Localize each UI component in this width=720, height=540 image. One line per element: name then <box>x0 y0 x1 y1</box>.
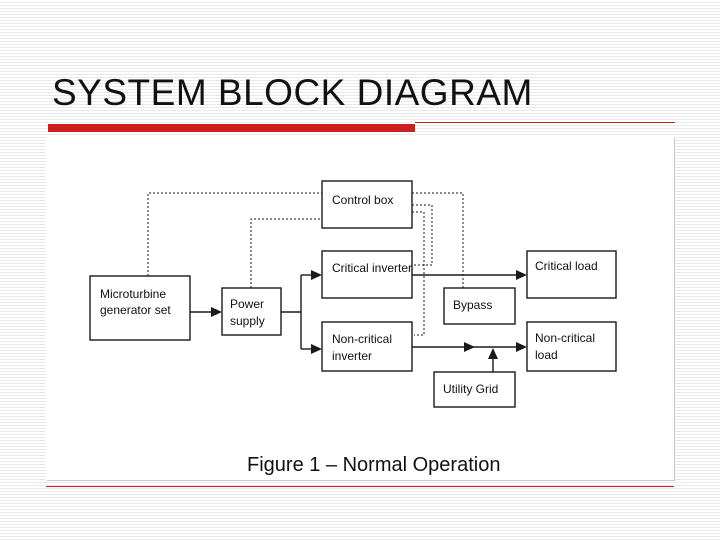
arrow-to-critical-inverter <box>311 270 322 280</box>
utility-grid-label: Utility Grid <box>443 382 498 396</box>
control-line-critical-inverter <box>412 204 433 266</box>
control-line-noncritical-inverter <box>412 211 425 336</box>
noncritical-inverter-box: Non-critical inverter <box>321 321 413 372</box>
critical-load-label: Critical load <box>535 259 598 273</box>
microturbine-box: Microturbine generator set <box>89 275 191 341</box>
critical-inverter-box: Critical inverter <box>321 250 413 299</box>
control-box: Control box <box>321 180 413 229</box>
figure-caption: Figure 1 – Normal Operation <box>247 454 500 476</box>
title-accent-bar <box>48 124 415 132</box>
noncritical-load-label-2: load <box>535 348 558 362</box>
microturbine-label-2: generator set <box>100 303 171 317</box>
arrow-mid-noncritical <box>464 342 475 352</box>
noncritical-inverter-label-2: inverter <box>332 349 372 363</box>
control-line-power-supply <box>250 218 322 288</box>
microturbine-label-1: Microturbine <box>100 287 166 301</box>
bypass-box: Bypass <box>443 287 516 325</box>
slide-title: SYSTEM BLOCK DIAGRAM <box>52 72 533 113</box>
critical-inverter-label: Critical inverter <box>332 261 412 275</box>
utility-grid-box: Utility Grid <box>433 371 516 408</box>
noncritical-inverter-label-1: Non-critical <box>332 332 392 346</box>
arrow-to-noncritical-inverter <box>311 344 322 354</box>
control-line-microturbine <box>147 192 322 276</box>
noncritical-load-box: Non-critical load <box>526 321 617 372</box>
power-supply-box: Power supply <box>221 287 282 336</box>
bottom-rule <box>46 486 674 487</box>
title-rule <box>415 122 675 123</box>
control-line-bypass <box>412 192 464 288</box>
arrow-to-power-supply <box>211 307 222 317</box>
arrow-to-critical-load <box>516 270 527 280</box>
power-supply-label-2: supply <box>230 314 265 328</box>
arrow-from-utility-grid <box>488 348 498 359</box>
arrow-to-noncritical-load <box>516 342 527 352</box>
bypass-label: Bypass <box>453 298 492 312</box>
power-supply-label-1: Power <box>230 297 264 311</box>
critical-load-box: Critical load <box>526 250 617 299</box>
control-box-label: Control box <box>332 193 393 207</box>
noncritical-load-label-1: Non-critical <box>535 331 595 345</box>
